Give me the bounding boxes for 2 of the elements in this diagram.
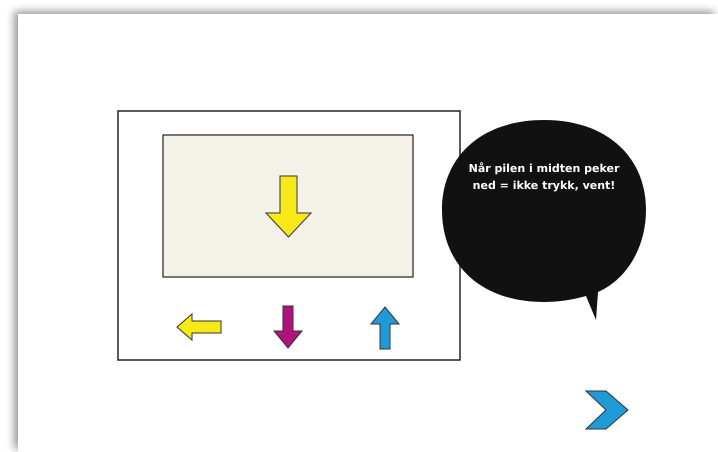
speech-bubble <box>440 118 648 322</box>
bubble-text: Når pilen i midten peker ned = ikke trykk, vent! <box>468 161 620 194</box>
